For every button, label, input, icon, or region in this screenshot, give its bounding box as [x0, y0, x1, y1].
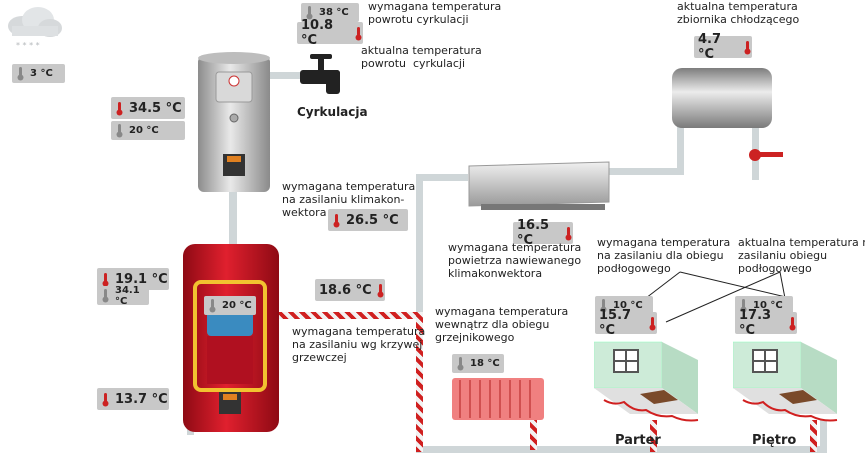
parter-set-temp: 10 °C — [613, 300, 643, 311]
radiator-badge: 18 °C — [452, 354, 504, 373]
hot-pipe-floor1 — [650, 420, 657, 452]
thermometer-icon — [16, 66, 25, 81]
ac-air-temp: 16.5 °C — [517, 218, 550, 248]
circulation-actual-badge: 10.8 °C — [297, 18, 363, 48]
ac-air-badge: 16.5 °C — [513, 218, 573, 248]
room-parter-label: Parter — [615, 433, 661, 448]
thermometer-red-icon — [743, 40, 752, 55]
cloud-snow-icon: * * * * — [8, 7, 62, 50]
buffer-top-set-badge: 34.1 °C — [97, 284, 149, 307]
heating-curve-label: wymagana temperatura na zasilaniu wg krz… — [292, 325, 426, 364]
thermometer-icon — [115, 123, 124, 138]
thermometer-red-icon — [332, 213, 341, 228]
circulation-required-badge: 38 °C — [301, 3, 359, 22]
pietro-set-temp: 10 °C — [753, 300, 783, 311]
boiler-set-temp: 20 °C — [129, 125, 159, 136]
pietro-actual-temp: 17.3 °C — [739, 308, 772, 338]
pietro-actual-badge: 17.3 °C — [735, 308, 797, 338]
parter-set-badge: 10 °C — [595, 296, 653, 315]
pipe-boiler-buffer — [229, 192, 237, 248]
hot-pipe-floor2 — [810, 420, 817, 452]
pipe-bottom — [416, 446, 826, 453]
thermometer-red-icon — [115, 101, 124, 116]
pipe-tank-ac — [677, 125, 684, 175]
boiler-actual-badge: 34.5 °C — [111, 97, 185, 119]
boiler — [198, 52, 270, 192]
boiler-set-badge: 20 °C — [111, 121, 185, 140]
room-pietro — [733, 341, 838, 422]
thermometer-icon — [739, 298, 748, 313]
cooling-tank-label: aktualna temperatura zbiornika chłodzące… — [677, 0, 800, 26]
radiator-label: wymagana temperatura wewnątrz dla obiegu… — [435, 305, 569, 344]
hot-pipe-main-vertical — [416, 312, 423, 452]
svg-text:* * * *: * * * * — [16, 41, 40, 50]
thermometer-icon — [599, 298, 608, 313]
buffer-tank — [183, 244, 279, 432]
outdoor-temp: 3 °C — [30, 68, 53, 79]
pipe-tank-ac-h — [606, 168, 684, 175]
tap-icon — [300, 54, 340, 94]
buffer-bottom-badge: 13.7 °C — [97, 388, 169, 410]
ac-supply-badge: 26.5 °C — [328, 209, 408, 231]
buffer-top-set: 34.1 °C — [115, 284, 140, 307]
hot-pipe-buffer-out — [272, 312, 422, 319]
ac-air-label: wymagana temperatura powietrza nawiewane… — [448, 241, 582, 280]
cooling-tank-badge: 4.7 °C — [694, 32, 752, 62]
thermometer-red-icon — [101, 272, 110, 287]
thermometer-red-icon — [564, 226, 573, 241]
floor-leader-lines — [645, 271, 791, 323]
circulation-name: Cyrkulacja — [297, 105, 368, 119]
radiator-icon — [452, 378, 544, 420]
buffer-top-badge: 19.1 °C — [97, 268, 169, 290]
room-pietro-label: Piętro — [752, 433, 797, 448]
thermometer-red-icon — [788, 316, 797, 331]
thermometer-red-icon — [101, 392, 110, 407]
buffer-inner-badge: 20 °C — [204, 296, 256, 315]
buffer-top-temp: 19.1 °C — [115, 271, 168, 287]
thermometer-icon — [305, 5, 314, 20]
heating-curve-temp: 18.6 °C — [319, 282, 372, 298]
cooling-tank — [672, 68, 772, 128]
circulation-required-temp: 38 °C — [319, 7, 349, 18]
ac-unit — [468, 161, 610, 210]
thermometer-red-icon — [376, 283, 385, 298]
circulation-required-label: wymagana temperatura powrotu cyrkulacji — [368, 0, 502, 26]
pipe-right-vertical — [820, 420, 827, 453]
circulation-actual-label: aktualna temperatura powrotu cyrkulacji — [361, 44, 482, 70]
ac-supply-temp: 26.5 °C — [346, 212, 399, 228]
pipe-boiler-tap — [268, 72, 300, 79]
floor-actual-label: aktualna temperatura na zasilaniu obiegu… — [738, 236, 865, 275]
outdoor-temp-badge: 3 °C — [12, 64, 65, 83]
floor-required-label: wymagana temperatura na zasilaniu dla ob… — [597, 236, 731, 275]
thermometer-red-icon — [354, 26, 363, 41]
pipe-ac-horizontal — [416, 174, 468, 181]
pietro-set-badge: 10 °C — [735, 296, 793, 315]
thermometer-icon — [101, 288, 110, 303]
buffer-inner-temp: 20 °C — [222, 300, 252, 311]
valve-icon — [749, 149, 783, 161]
thermometer-red-icon — [648, 316, 657, 331]
ac-supply-label: wymagana temperatura na zasilaniu klimak… — [282, 180, 416, 219]
hot-pipe-radiator — [530, 410, 537, 450]
parter-actual-temp: 15.7 °C — [599, 308, 632, 338]
circulation-actual-temp: 10.8 °C — [301, 18, 334, 48]
radiator-temp: 18 °C — [470, 358, 500, 369]
buffer-bottom-temp: 13.7 °C — [115, 391, 168, 407]
heating-curve-badge: 18.6 °C — [315, 279, 385, 301]
parter-actual-badge: 15.7 °C — [595, 308, 657, 338]
room-parter — [594, 341, 699, 422]
thermometer-icon — [208, 298, 217, 313]
cooling-tank-temp: 4.7 °C — [698, 32, 722, 62]
pipe-ac-vertical — [416, 175, 423, 315]
boiler-actual-temp: 34.5 °C — [129, 100, 182, 116]
thermometer-icon — [456, 356, 465, 371]
